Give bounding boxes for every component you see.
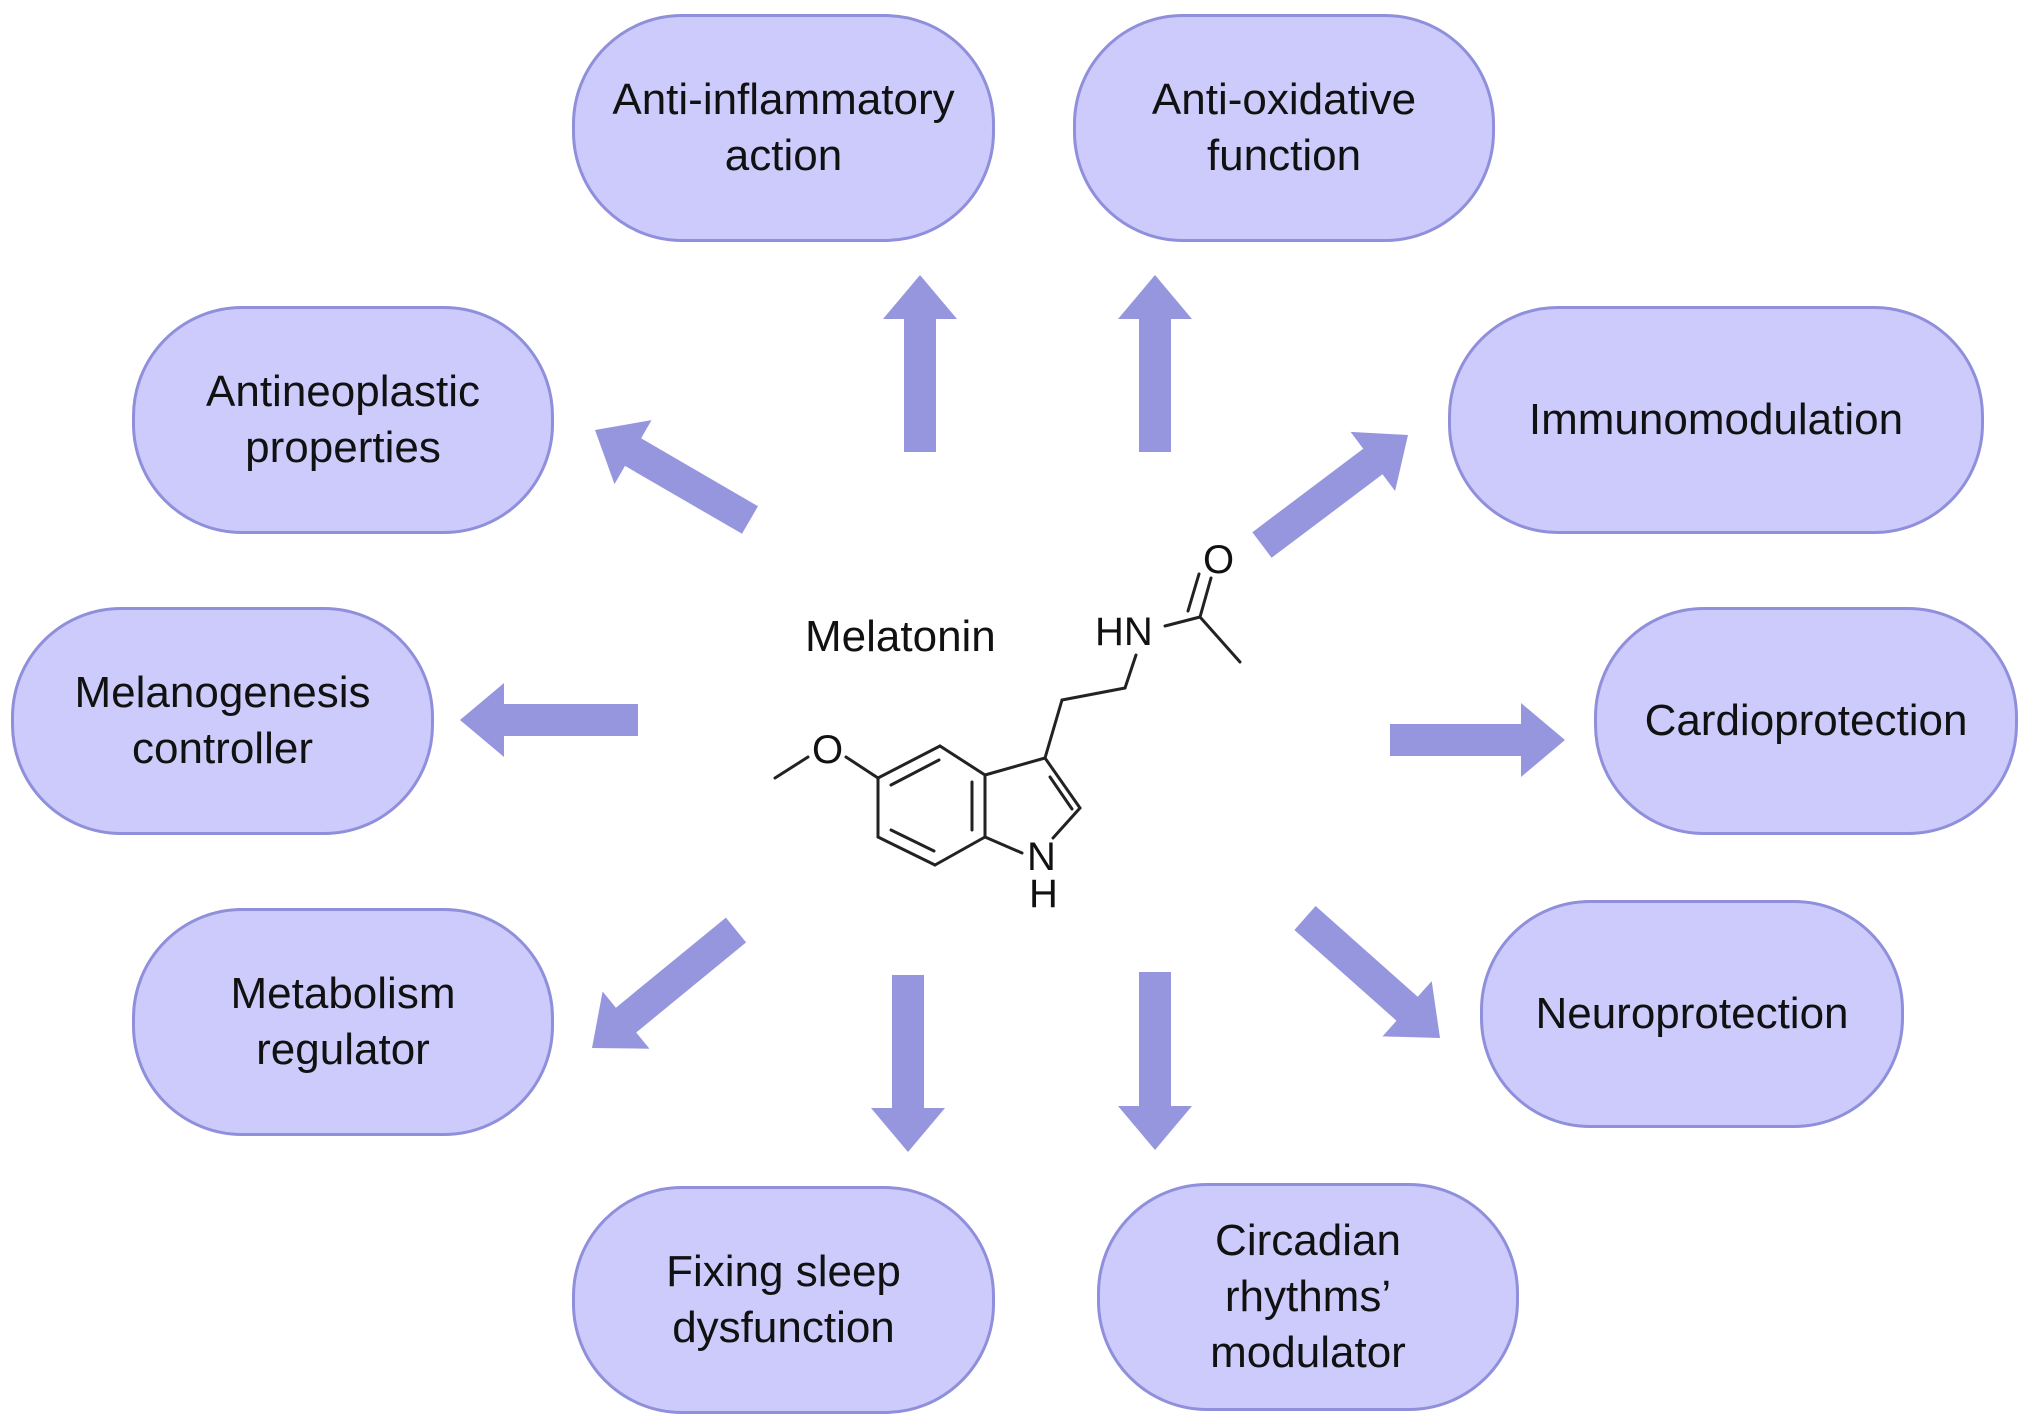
arrow-to-circadian (1118, 972, 1192, 1150)
node-label: Circadian rhythms’ modulator (1210, 1216, 1406, 1377)
arrow-to-cardioprotection (1390, 703, 1565, 777)
arrow-to-anti-inflammatory (883, 275, 957, 452)
node-label: Anti-oxidative function (1151, 75, 1417, 180)
node-cardioprotection: Cardioprotection (1594, 607, 2018, 835)
node-anti-oxidative: Anti-oxidative function (1073, 14, 1495, 242)
arrow-to-melanogenesis (460, 683, 638, 757)
node-label: Metabolism regulator (230, 969, 456, 1074)
arrow-to-anti-oxidative (1118, 275, 1192, 452)
atom-o-carbonyl: O (1203, 538, 1234, 582)
node-antineoplastic: Antineoplastic properties (132, 306, 554, 534)
node-label: Immunomodulation (1528, 395, 1904, 445)
node-immunomodulation: Immunomodulation (1448, 306, 1984, 534)
node-label: Antineoplastic properties (206, 367, 480, 472)
arrow-to-antineoplastic (595, 420, 758, 534)
node-circadian: Circadian rhythms’ modulator (1097, 1183, 1519, 1411)
arrow-to-metabolism (592, 917, 747, 1049)
node-label: Cardioprotection (1644, 696, 1968, 746)
node-anti-inflammatory: Anti-inflammatory action (572, 14, 995, 242)
arrow-to-neuroprotection (1294, 906, 1440, 1038)
node-melanogenesis: Melanogenesis controller (11, 607, 434, 835)
arrow-to-immunomodulation (1252, 431, 1408, 558)
molecule-name: Melatonin (805, 612, 996, 661)
node-sleep: Fixing sleep dysfunction (572, 1186, 995, 1414)
node-metabolism: Metabolism regulator (132, 908, 554, 1136)
atom-hn: HN (1095, 610, 1153, 654)
node-neuroprotection: Neuroprotection (1480, 900, 1904, 1128)
atom-o-methoxy: O (812, 728, 843, 772)
node-label: Anti-inflammatory action (612, 75, 955, 180)
node-label: Fixing sleep dysfunction (666, 1247, 901, 1352)
node-label: Melanogenesis controller (74, 668, 371, 773)
arrow-to-sleep (871, 975, 945, 1152)
atom-n-ring: N (1027, 835, 1056, 879)
node-label: Neuroprotection (1535, 989, 1849, 1039)
atom-h-ring: H (1029, 872, 1058, 916)
